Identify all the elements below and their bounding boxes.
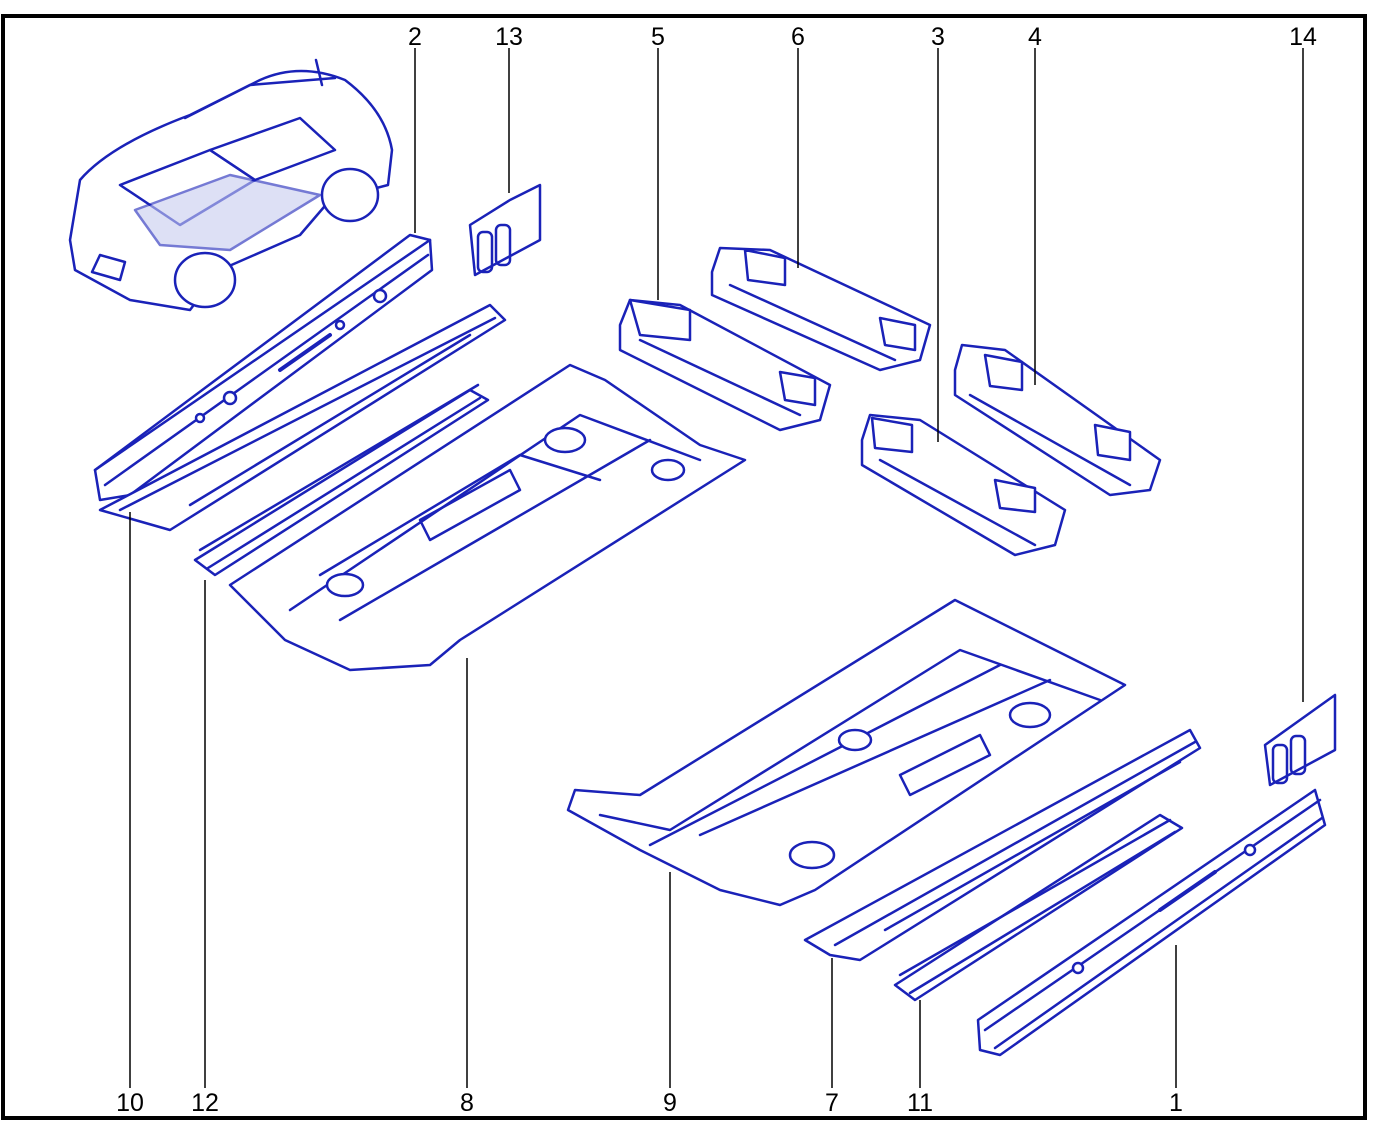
callout-13: 13 [495, 23, 523, 51]
part-6-cross-member [710, 246, 932, 372]
callout-9: 9 [663, 1089, 677, 1117]
callout-7: 7 [825, 1089, 839, 1117]
callout-6: 6 [791, 23, 805, 51]
callout-8: 8 [460, 1089, 474, 1117]
part-12-floor-rail [193, 383, 490, 577]
part-4-cross-member [953, 343, 1162, 497]
callout-2: 2 [408, 23, 422, 51]
callout-12: 12 [191, 1089, 219, 1117]
callout-4: 4 [1028, 23, 1042, 51]
callout-11: 11 [907, 1089, 933, 1117]
callout-14: 14 [1289, 23, 1317, 51]
part-11-floor-rail [893, 813, 1184, 1002]
part-13-bracket [468, 183, 542, 277]
part-1-sill [976, 788, 1327, 1057]
part-5-cross-member [618, 298, 832, 432]
part-8-floor-panel [228, 363, 747, 672]
callout-5: 5 [651, 23, 665, 51]
part-7-rocker-inner [803, 728, 1202, 962]
part-14-bracket [1263, 693, 1337, 787]
part-9-floor-panel [566, 598, 1127, 907]
part-3-cross-member [860, 413, 1067, 557]
part-2-sill [93, 233, 434, 502]
callout-1: 1 [1169, 1089, 1183, 1117]
part-10-inner-rocker [98, 303, 507, 532]
callout-3: 3 [931, 23, 945, 51]
callout-10: 10 [116, 1089, 144, 1117]
vehicle-overview [68, 58, 394, 312]
